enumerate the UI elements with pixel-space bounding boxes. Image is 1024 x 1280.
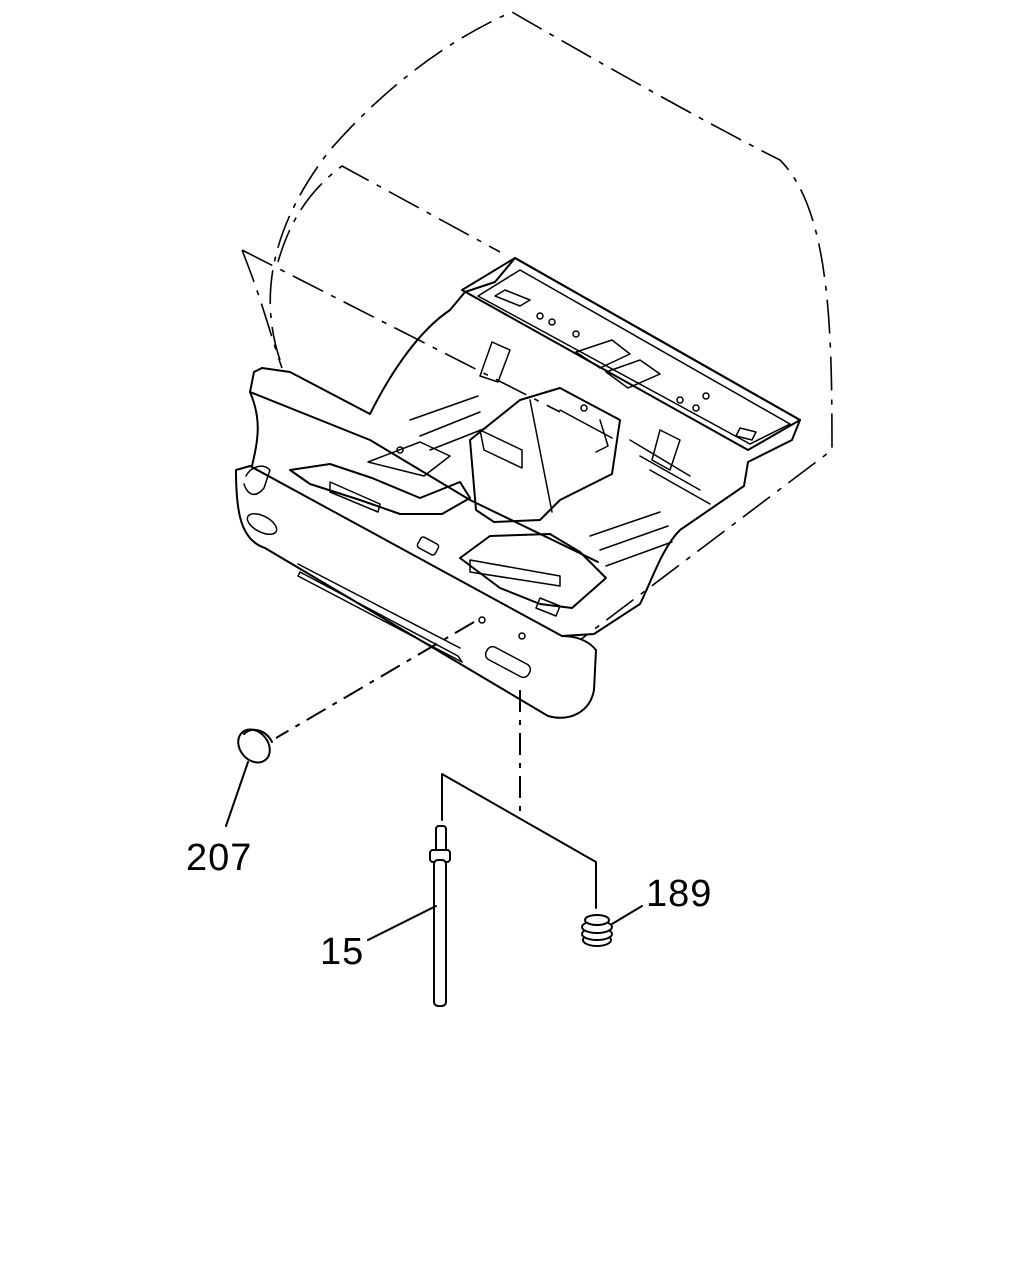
grommet-189: 189 (581, 873, 712, 947)
floor-panel (235, 257, 801, 719)
part-label-15: 15 (320, 931, 364, 973)
part-label-207: 207 (186, 837, 252, 879)
plug-207: 207 (186, 621, 475, 879)
rod-15: 15 (320, 825, 451, 1007)
cab-outline (241, 11, 833, 641)
fastener-centerline (441, 690, 597, 909)
part-label-189: 189 (646, 873, 712, 915)
